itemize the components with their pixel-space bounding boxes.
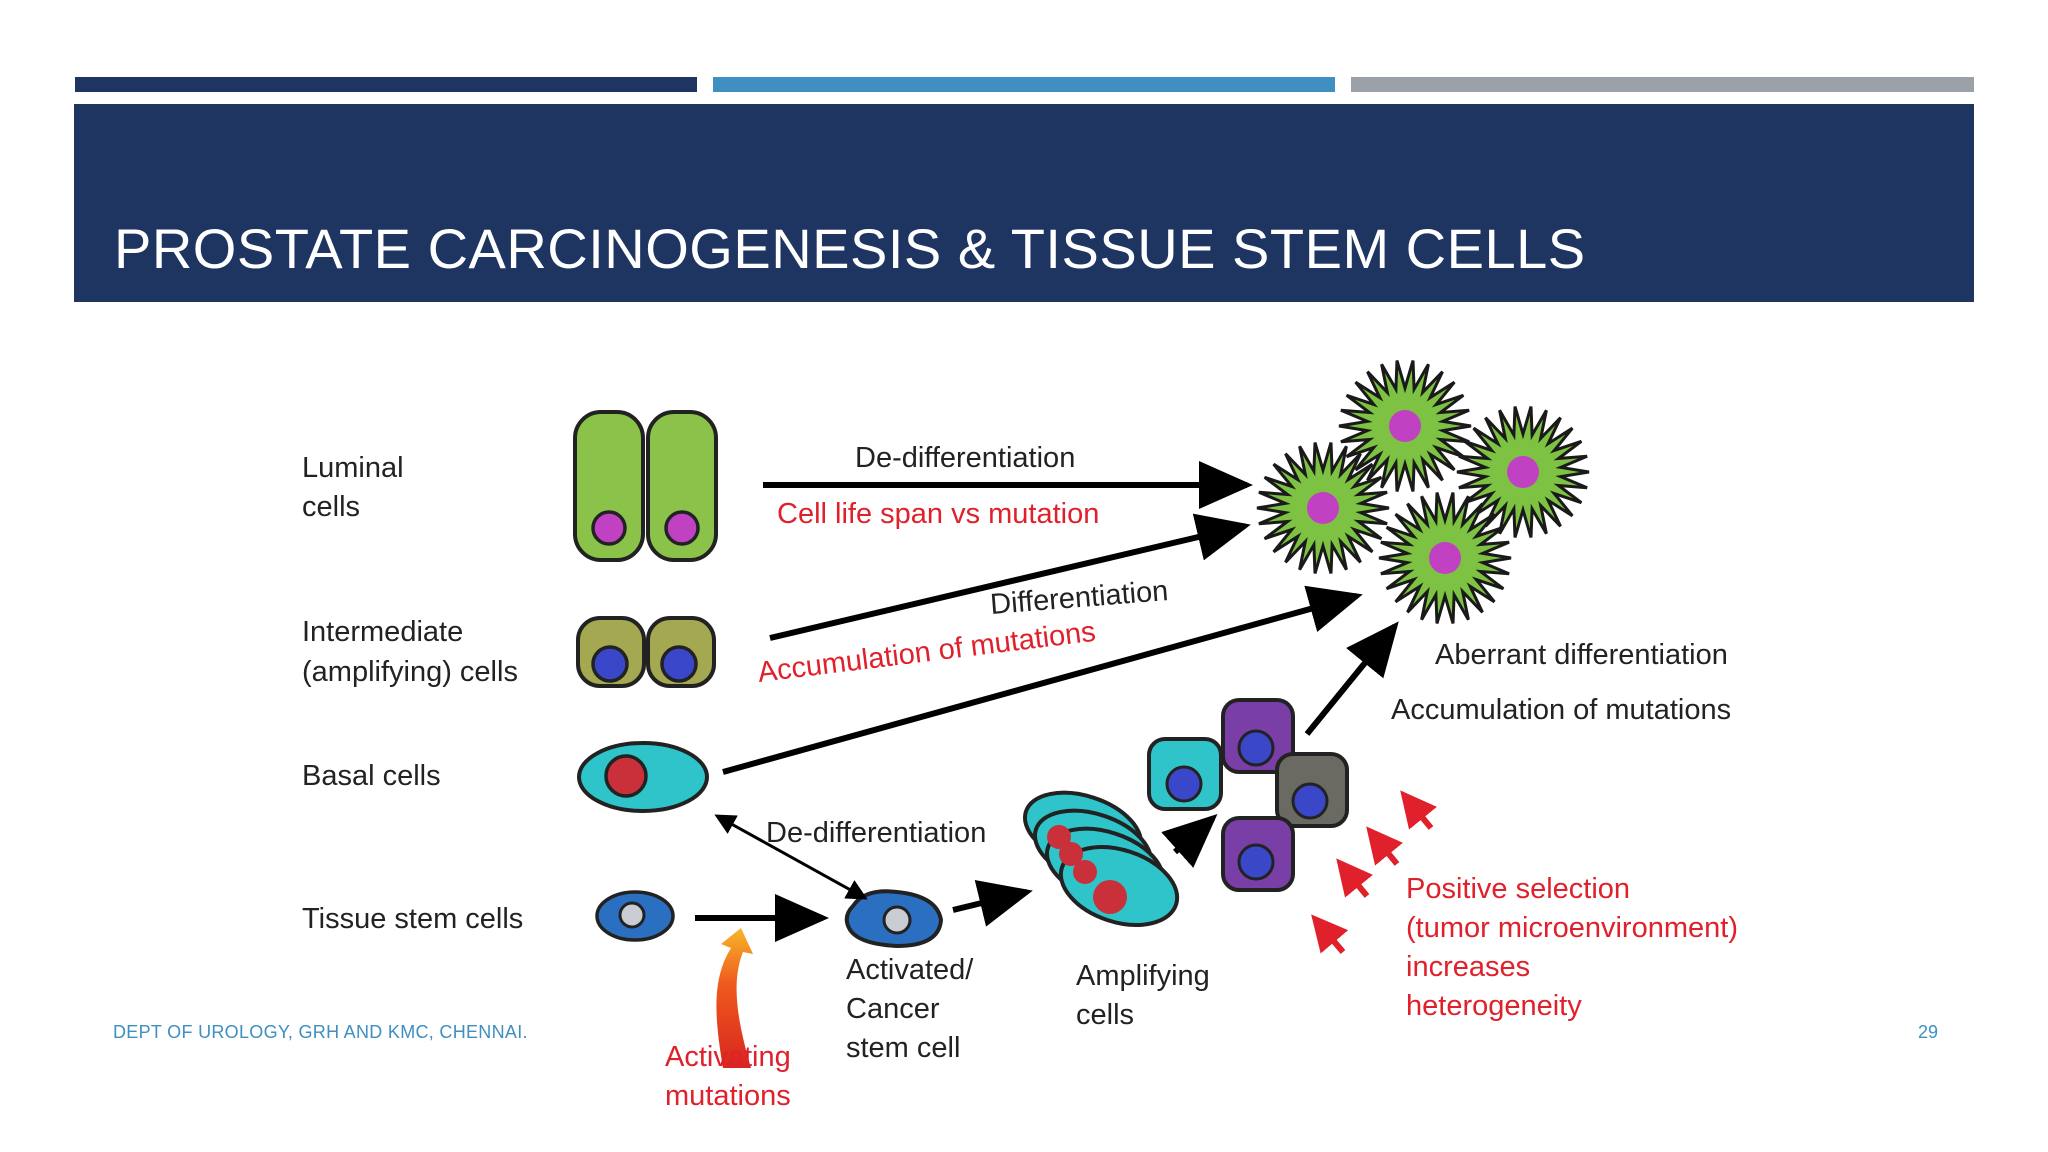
red-arrow-1 <box>1311 914 1349 954</box>
amplifying-cells <box>1022 790 1180 927</box>
label-amplifying-2: cells <box>1076 999 1134 1031</box>
tumor-cell-4 <box>1378 492 1512 624</box>
luminal-nucleus-2 <box>664 510 700 546</box>
header-stripe-blue <box>713 77 1335 92</box>
label-increases: increases <box>1406 951 1530 983</box>
cluster-purple-bottom-nucleus <box>1237 843 1275 881</box>
intermediate-nucleus-2 <box>660 645 698 683</box>
label-intermediate-1: Intermediate <box>302 616 463 648</box>
slide-title: PROSTATE CARCINOGENESIS & TISSUE STEM CE… <box>114 217 1586 280</box>
cluster-purple-top-nucleus <box>1237 729 1275 767</box>
amplifying-nucleus-4 <box>1093 880 1127 914</box>
label-activating-1: Activating <box>665 1041 791 1073</box>
title-band: PROSTATE CARCINOGENESIS & TISSUE STEM CE… <box>74 104 1974 302</box>
label-aberrant: Aberrant differentiation <box>1435 639 1728 671</box>
label-accumulation-black: Accumulation of mutations <box>1391 694 1731 726</box>
label-heterogeneity: heterogeneity <box>1406 990 1582 1022</box>
tumor-cell-2 <box>1456 406 1590 538</box>
cluster-gray-nucleus <box>1291 782 1329 820</box>
basal-nucleus <box>604 754 648 798</box>
heterogeneous-cluster <box>1147 698 1349 892</box>
arrow-aberrant-differentiation <box>1304 621 1399 736</box>
header-stripe-navy <box>75 77 697 92</box>
luminal-cells <box>573 410 718 562</box>
arrow-activated-to-amplifying <box>952 880 1033 927</box>
luminal-nucleus-1 <box>591 510 627 546</box>
label-positive-selection: Positive selection <box>1406 873 1630 905</box>
red-arrow-3 <box>1366 826 1403 866</box>
label-activating-2: mutations <box>665 1080 791 1112</box>
intermediate-cells <box>576 616 716 688</box>
label-intermediate-2: (amplifying) cells <box>302 656 518 688</box>
activated-stem-cell <box>844 889 944 949</box>
label-tissue-stem: Tissue stem cells <box>302 903 523 935</box>
amplifying-nucleus-1 <box>1047 825 1071 849</box>
activated-nucleus <box>882 905 912 935</box>
label-dedifferentiation-mid: De-differentiation <box>766 817 986 849</box>
label-luminal-1: Luminal <box>302 452 404 484</box>
amplifying-nucleus-2 <box>1059 842 1083 866</box>
label-basal: Basal cells <box>302 760 441 792</box>
arrow-basal-accumulation <box>722 585 1363 775</box>
label-cell-life-span: Cell life span vs mutation <box>777 498 1099 530</box>
tumor-cell-nucleus <box>1507 456 1539 488</box>
basal-cell <box>577 741 709 813</box>
activating-mutation-arrow <box>716 928 753 1068</box>
selection-labels: Positive selection (tumor microenvironme… <box>1406 873 1738 1022</box>
tumor-cell-nucleus <box>1429 542 1461 574</box>
page-number: 29 <box>1917 1022 1938 1042</box>
intermediate-nucleus-1 <box>591 645 629 683</box>
tumor-cell-3 <box>1256 442 1390 574</box>
tumor-cells <box>1256 360 1590 624</box>
row-labels: Luminal cells Intermediate (amplifying) … <box>302 452 523 935</box>
cell-labels: Activated/ Cancer stem cell Amplifying c… <box>665 954 1210 1112</box>
footer-department: DEPT OF UROLOGY, GRH AND KMC, CHENNAI. <box>113 1022 528 1042</box>
amplifying-nucleus-3 <box>1073 860 1097 884</box>
arrow-amplifying-to-cluster <box>1161 813 1218 868</box>
arrows <box>695 461 1399 942</box>
label-luminal-2: cells <box>302 491 360 523</box>
red-arrow-2 <box>1336 858 1373 898</box>
tumor-cell-nucleus <box>1389 410 1421 442</box>
label-activated-2: Cancer <box>846 993 940 1025</box>
label-activated-1: Activated/ <box>846 954 974 986</box>
label-activated-3: stem cell <box>846 1032 960 1064</box>
selection-arrows <box>1311 790 1437 954</box>
tissue-stem-cell <box>595 890 675 942</box>
arrow-basal-activated-bidirectional <box>714 814 868 900</box>
red-arrow-4 <box>1400 790 1437 830</box>
label-tumor-microenvironment: (tumor microenvironment) <box>1406 912 1738 944</box>
tumor-cell-1 <box>1338 360 1472 492</box>
arrow-intermediate-differentiation <box>769 513 1251 641</box>
label-amplifying-1: Amplifying <box>1076 960 1210 992</box>
label-dedifferentiation-top: De-differentiation <box>855 442 1075 474</box>
tissue-stem-nucleus <box>618 901 646 929</box>
carcinogenesis-diagram: Luminal cells Intermediate (amplifying) … <box>302 360 1738 1112</box>
tumor-cell-nucleus <box>1307 492 1339 524</box>
arrow-labels: De-differentiation Cell life span vs mut… <box>756 442 1731 849</box>
header-stripe-gray <box>1351 77 1974 92</box>
cluster-cyan-nucleus <box>1165 765 1203 803</box>
